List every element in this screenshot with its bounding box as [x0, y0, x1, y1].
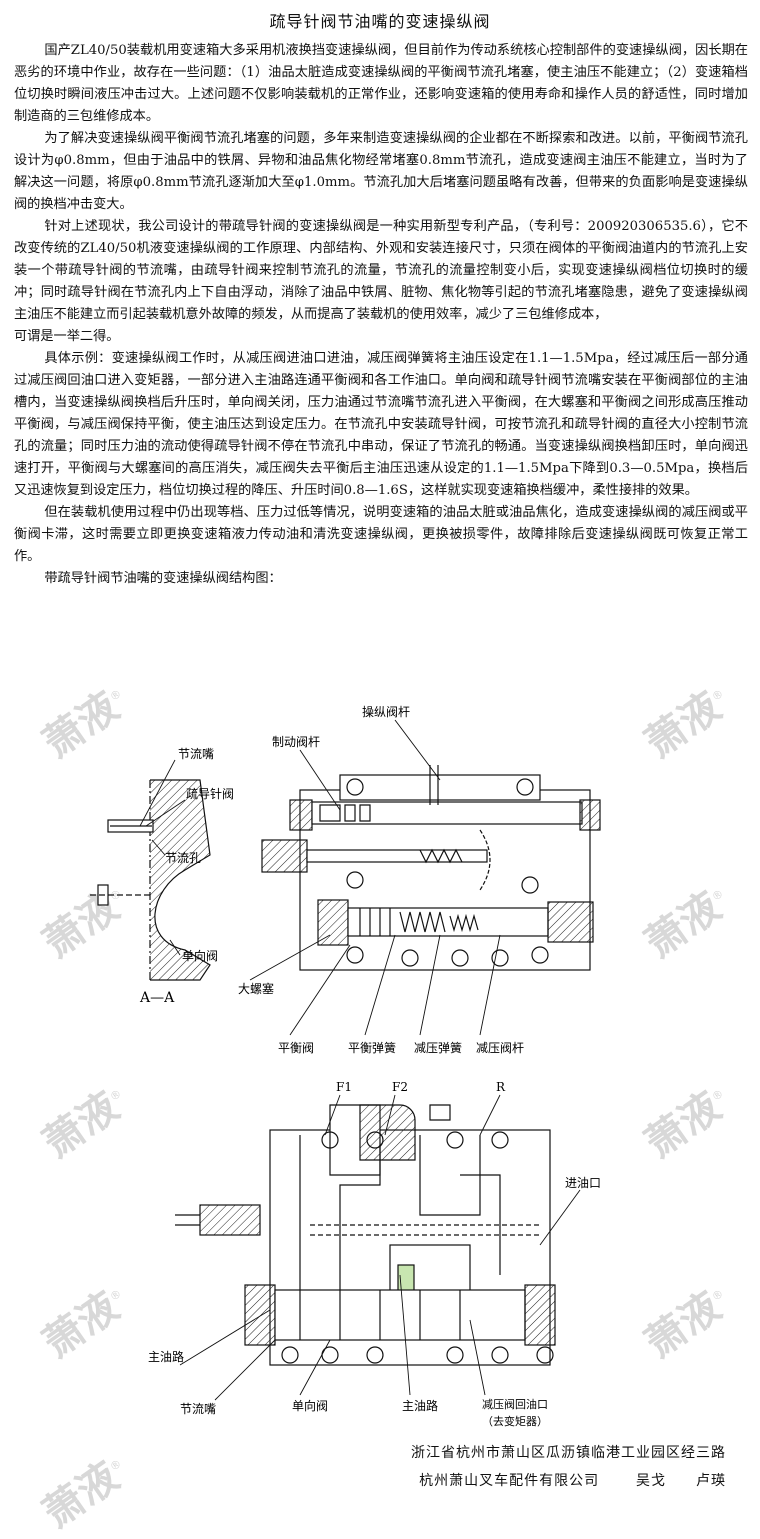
section-title: A—A	[139, 990, 175, 1006]
label-control-rod: 操纵阀杆	[362, 704, 410, 719]
footer-company: 杭州萧山叉车配件有限公司	[419, 1473, 600, 1489]
valve-body-top-view	[175, 1104, 556, 1366]
label-reducing-rod: 减压阀杆	[476, 1041, 524, 1055]
paragraph: 可谓是一举二得。	[14, 329, 120, 344]
label-reducing-spring: 减压弹簧	[414, 1040, 462, 1055]
valve-section-drawing: A—A 节流嘴 疏导针阀 节流孔 单向阀	[90, 704, 601, 1055]
paragraph: 具体示例：变速操纵阀工作时，从减压阀进油口进油，减压阀弹簧将主油压设定在1.1—…	[14, 351, 748, 498]
label-throttle-hole: 节流孔	[165, 851, 201, 865]
paragraph: 国产ZL40/50装载机用变速箱大多采用机液换挡变速操纵阀，但目前作为传动系统核…	[14, 43, 748, 124]
paragraph: 但在装载机使用过程中仍出现等档、压力过低等情况，说明变速箱的油品太脏或油品焦化，…	[14, 505, 748, 564]
paragraph: 为了解决变速操纵阀平衡阀节流孔堵塞的问题，多年来制造变速操纵阀的企业都在不断探索…	[14, 131, 748, 212]
label-f2: F2	[392, 1080, 408, 1094]
valve-oil-circuit-drawing: F1 F2 R 进油口 主油路 节流嘴 单向阀 主油路 减压阀回油口 （去变矩器…	[148, 1080, 601, 1428]
label-oil-inlet: 进油口	[565, 1176, 601, 1190]
paragraph: 带疏导针阀节油嘴的变速操纵阀结构图：	[44, 571, 282, 586]
label-to-converter: （去变矩器）	[482, 1414, 548, 1428]
footer-address: 浙江省杭州市萧山区瓜沥镇临港工业园区经三路	[411, 1445, 726, 1461]
label-throttle-nozzle-2: 节流嘴	[180, 1402, 216, 1416]
label-balance-spring: 平衡弹簧	[348, 1040, 396, 1055]
label-balance-valve: 平衡阀	[278, 1041, 314, 1055]
label-f1: F1	[336, 1080, 352, 1094]
watermark: 萧液®	[35, 1453, 128, 1538]
label-check-valve: 单向阀	[182, 948, 218, 963]
label-r: R	[496, 1080, 506, 1094]
label-main-oil-bottom: 主油路	[402, 1398, 438, 1413]
label-needle-valve: 疏导针阀	[186, 786, 234, 801]
label-return-port: 减压阀回油口	[482, 1397, 548, 1411]
valve-body	[261, 765, 601, 971]
label-throttle-nozzle: 节流嘴	[178, 747, 214, 761]
section-a-a-detail	[90, 779, 211, 981]
label-check-valve-2: 单向阀	[292, 1398, 328, 1413]
page-title: 疏导针阀节油嘴的变速操纵阀	[269, 12, 491, 31]
footer-company-line: 杭州萧山叉车配件有限公司 吴戈 卢瑛	[419, 1470, 726, 1490]
label-big-plug: 大螺塞	[238, 981, 274, 996]
label-main-oil-left: 主油路	[148, 1349, 184, 1364]
label-brake-rod: 制动阀杆	[272, 735, 320, 749]
paragraph: 针对上述现状，我公司设计的带疏导针阀的变速操纵阀是一种实用新型专利产品，（专利号…	[14, 219, 748, 322]
article-body: 国产ZL40/50装载机用变速箱大多采用机液换挡变速操纵阀，但目前作为传动系统核…	[14, 40, 748, 590]
footer-authors: 吴戈 卢瑛	[636, 1473, 726, 1489]
